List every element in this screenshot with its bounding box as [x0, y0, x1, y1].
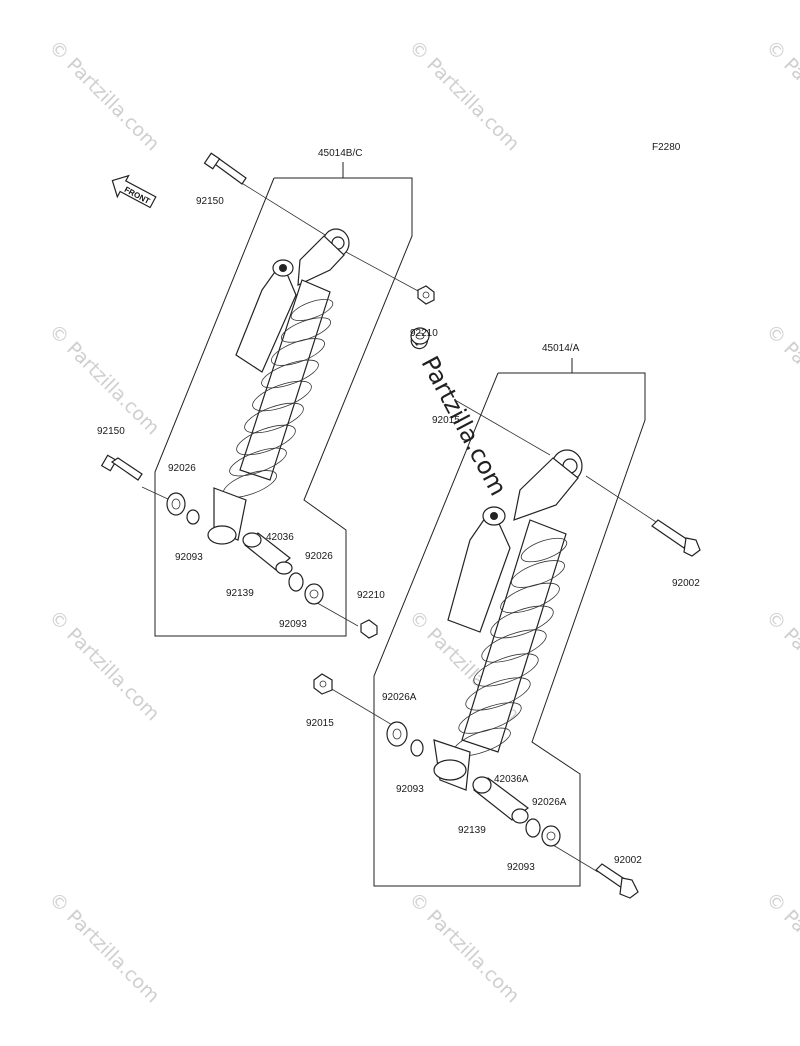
part-label-92026A-l1: 92026A	[382, 692, 417, 703]
washer-u1-icon	[166, 492, 186, 516]
part-label-92139-u: 92139	[226, 588, 254, 599]
watermark: © Partzilla.com	[44, 606, 163, 725]
part-label-92002-top: 92002	[672, 578, 700, 589]
part-label-92093-u2: 92093	[279, 619, 307, 630]
bolt-lower-top-icon	[651, 519, 701, 557]
oring-u2-icon	[288, 572, 304, 592]
washer-upper-top-icon	[410, 327, 430, 345]
part-label-92002-bottom: 92002	[614, 855, 642, 866]
part-label-92093-l2: 92093	[507, 862, 535, 873]
watermark: © Partzilla.com	[761, 606, 800, 725]
watermark: © Partzilla.com	[44, 36, 163, 155]
assembly-bracket-lower	[373, 358, 646, 887]
assembly-label-upper: 45014B/C	[318, 148, 362, 159]
part-label-92150-top: 92150	[196, 196, 224, 207]
shock-absorber-lower	[433, 449, 583, 791]
part-label-92026-u1: 92026	[168, 463, 196, 474]
part-label-42036: 42036	[266, 532, 294, 543]
assembly-label-lower: 45014/A	[542, 343, 580, 354]
washer-u2-icon	[304, 583, 324, 605]
watermark: © Partzilla.com	[44, 888, 163, 1007]
leader-lines-upper	[141, 181, 421, 627]
nut-lower-left-icon	[313, 673, 333, 695]
collar-l-icon	[472, 776, 529, 824]
front-arrow-icon: FRONT	[111, 174, 157, 209]
watermark: © Partzilla.com	[761, 36, 800, 155]
washer-l1-icon	[386, 721, 408, 747]
leader-lines-lower	[329, 399, 657, 873]
washer-l2-icon	[541, 825, 561, 847]
watermark-layer: © Partzilla.com © Partzilla.com © Partzi…	[44, 36, 800, 1007]
watermark: © Partzilla.com	[404, 36, 523, 155]
part-label-92015-lower: 92015	[306, 718, 334, 729]
part-label-92093-l1: 92093	[396, 784, 424, 795]
oring-u1-icon	[186, 509, 200, 525]
part-label-92210-top: 92210	[410, 328, 438, 339]
oring-l1-icon	[410, 739, 424, 757]
part-label-42036A: 42036A	[494, 774, 529, 785]
bolt-upper-bottom-icon	[100, 454, 143, 481]
watermark: © Partzilla.com	[44, 320, 163, 439]
assembly-bracket-upper	[154, 162, 413, 637]
part-label-92210-bottom: 92210	[357, 590, 385, 601]
part-label-92026A-l2: 92026A	[532, 797, 567, 808]
oring-l2-icon	[525, 818, 541, 838]
bolt-lower-bottom-icon	[595, 863, 639, 899]
collar-u-icon	[242, 532, 293, 575]
part-label-92015-mid: 92015	[432, 415, 460, 426]
diagram-code: F2280	[652, 142, 681, 153]
nut-upper-top-icon	[417, 285, 435, 305]
bolt-upper-top-icon	[203, 152, 247, 185]
shock-absorber-upper	[207, 228, 350, 545]
part-label-92150-bottom: 92150	[97, 426, 125, 437]
watermark: © Partzilla.com	[761, 888, 800, 1007]
watermark: © Partzilla.com	[404, 888, 523, 1007]
part-label-92026-u2: 92026	[305, 551, 333, 562]
part-label-92139-l: 92139	[458, 825, 486, 836]
nut-u-bottom-icon	[360, 619, 378, 639]
part-label-92093-u1: 92093	[175, 552, 203, 563]
watermark: © Partzilla.com	[761, 320, 800, 439]
